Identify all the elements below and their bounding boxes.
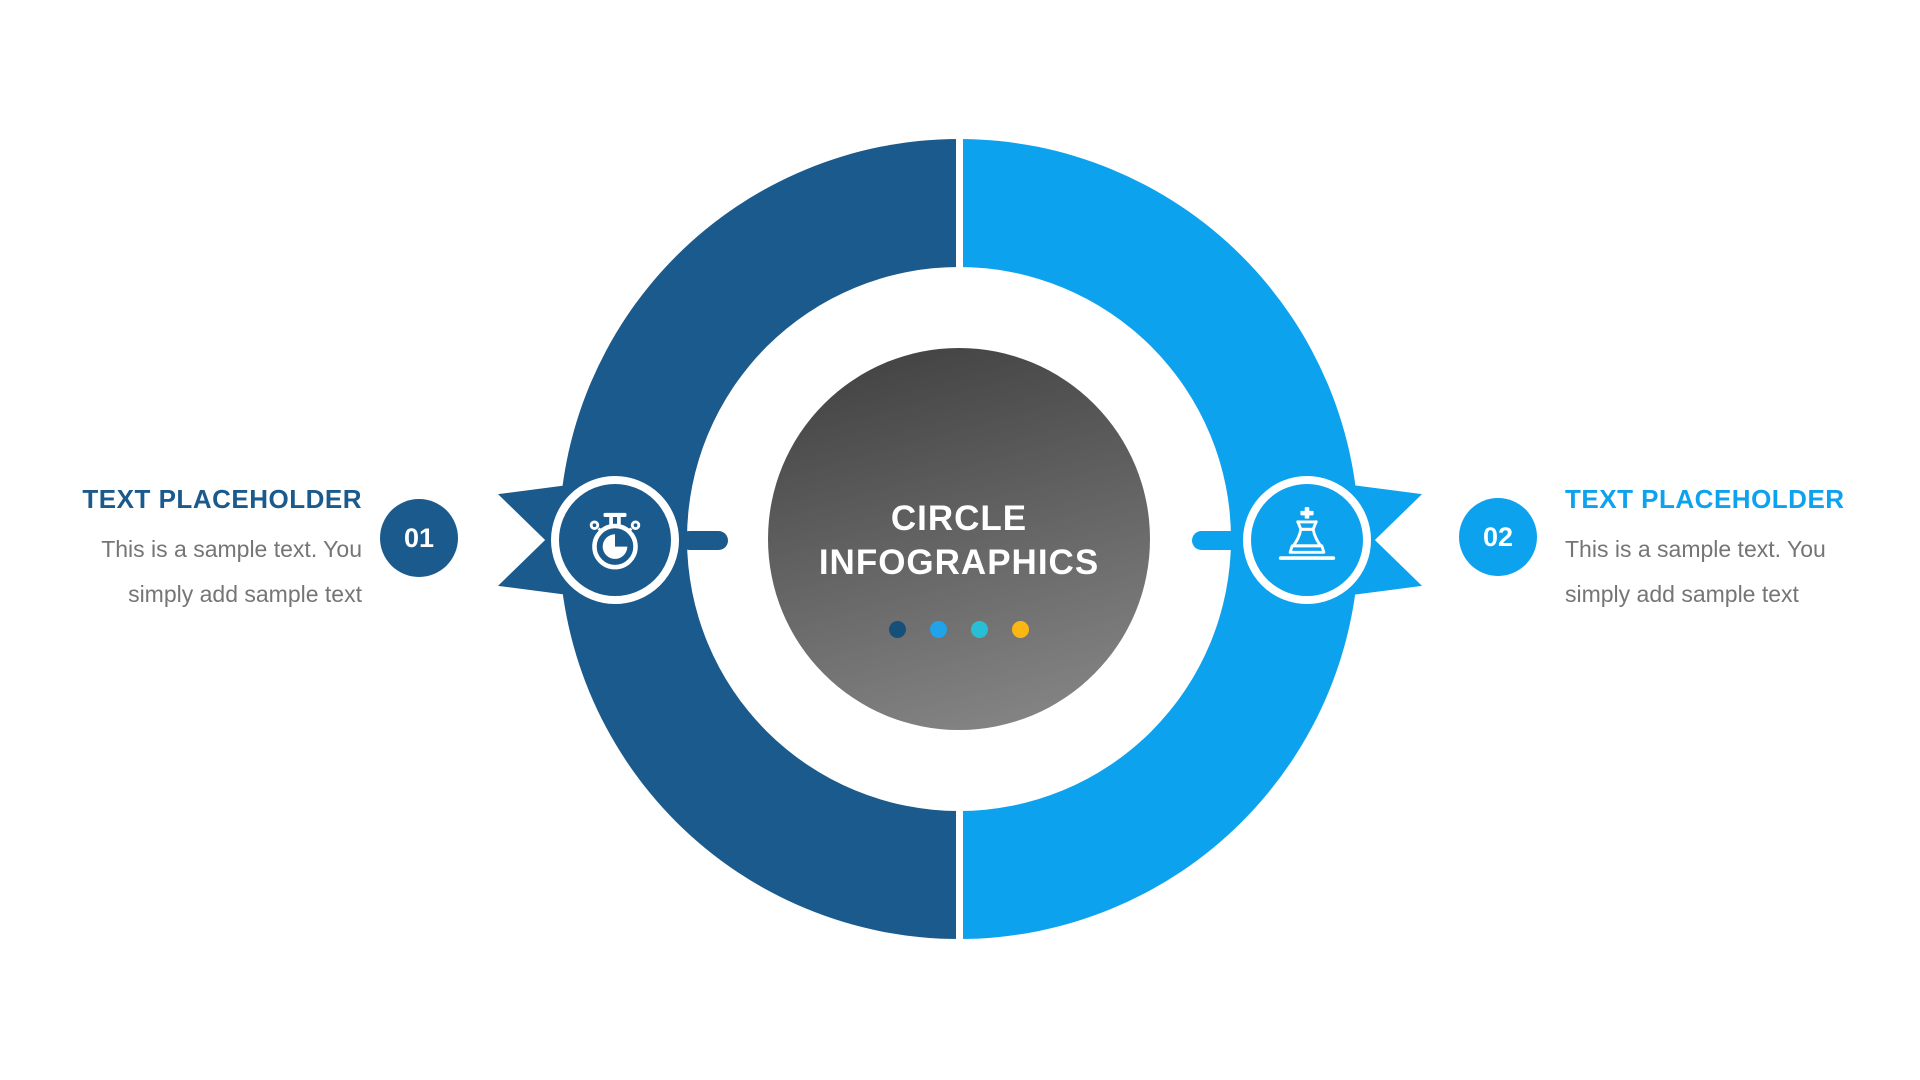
step1-body: This is a sample text. You simply add sa… [101,536,362,607]
color-dot-2 [930,620,947,638]
connector-dash-left [680,531,728,550]
color-dots [889,620,1029,638]
center-circle: CIRCLE INFOGRAPHICS [768,348,1150,730]
ring-divider-top [956,133,963,273]
center-title-line2: INFOGRAPHICS [818,542,1100,582]
center-title: CIRCLE INFOGRAPHICS [819,497,1099,585]
step2-number-badge: 02 [1459,498,1537,576]
color-dot-1 [889,620,906,638]
step2-text-block: TEXT PLACEHOLDER This is a sample text. … [1565,484,1867,617]
color-dot-3 [971,620,988,638]
ring-divider-bottom [956,806,963,946]
step1-heading: TEXT PLACEHOLDER [82,484,362,514]
icon-circle-step1 [551,476,679,604]
center-title-line1: CIRCLE [890,498,1028,538]
step1-text-block: TEXT PLACEHOLDER This is a sample text. … [60,484,362,617]
step2-body: This is a sample text. You simply add sa… [1565,536,1826,607]
step2-heading: TEXT PLACEHOLDER [1565,484,1845,514]
stopwatch-icon [589,512,641,570]
chess-piece-icon [1278,507,1336,560]
connector-dash-right [1192,531,1240,550]
color-dot-4 [1012,620,1029,638]
step1-number-badge: 01 [380,499,458,577]
icon-circle-step2 [1243,476,1371,604]
